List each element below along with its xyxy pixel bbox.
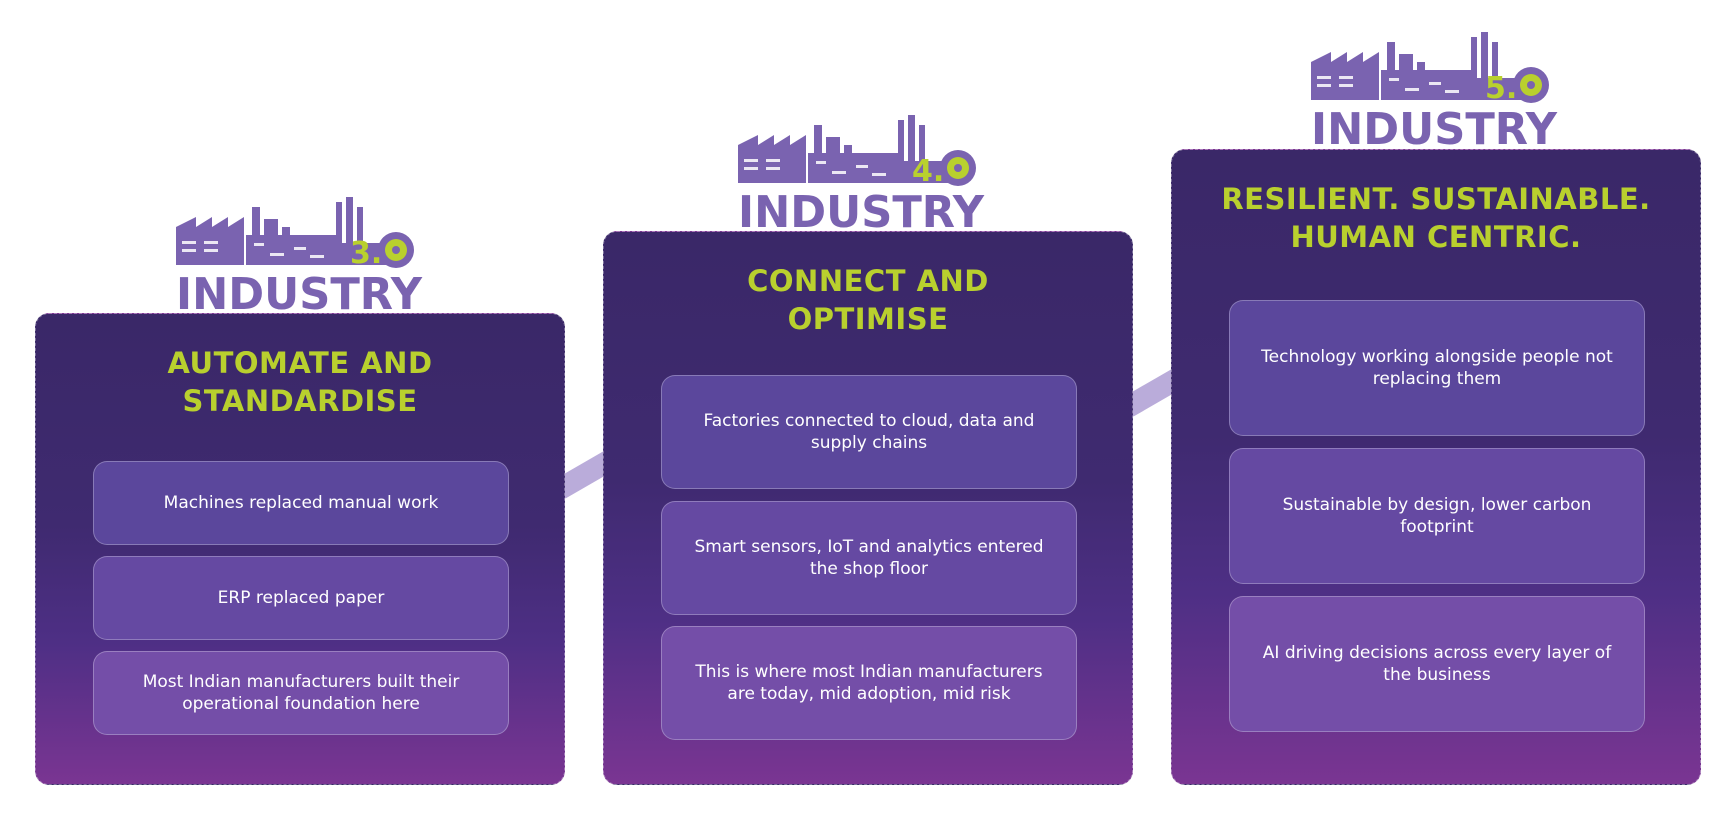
item-text: Technology working alongside people not … bbox=[1261, 347, 1613, 389]
stage-heading: AUTOMATE AND STANDARDISE bbox=[36, 344, 564, 420]
item-text: Factories connected to cloud, data and s… bbox=[703, 411, 1035, 453]
list-item: Factories connected to cloud, data and s… bbox=[661, 375, 1077, 489]
industry-word: INDUSTRY bbox=[1311, 104, 1558, 147]
list-item: Most Indian manufacturers built their op… bbox=[93, 651, 509, 735]
industry-number: 3. bbox=[350, 236, 382, 271]
stage-card: RESILIENT. SUSTAINABLE. HUMAN CENTRIC. T… bbox=[1171, 149, 1701, 785]
stage-card: CONNECT AND OPTIMISE Factories connected… bbox=[603, 231, 1133, 785]
industry-5-logo: 5. INDUSTRY bbox=[1309, 32, 1559, 147]
list-item: Technology working alongside people not … bbox=[1229, 300, 1645, 436]
item-text: AI driving decisions across every layer … bbox=[1262, 643, 1612, 685]
industry-4-logo: 4. INDUSTRY bbox=[736, 115, 986, 230]
industry-number: 5. bbox=[1485, 71, 1517, 106]
industry-3-logo: 3. INDUSTRY bbox=[174, 197, 424, 312]
factory-gear-icon: 4. INDUSTRY bbox=[738, 115, 985, 230]
list-item: ERP replaced paper bbox=[93, 556, 509, 640]
item-text: This is where most Indian manufacturers … bbox=[695, 662, 1043, 704]
item-text: Sustainable by design, lower carbon foot… bbox=[1282, 495, 1592, 537]
heading-line-1: RESILIENT. SUSTAINABLE. bbox=[1221, 182, 1651, 216]
heading-line-2: HUMAN CENTRIC. bbox=[1290, 220, 1582, 254]
stage-card: AUTOMATE AND STANDARDISE Machines replac… bbox=[35, 313, 565, 785]
industry-word: INDUSTRY bbox=[738, 187, 985, 230]
factory-gear-icon: 5. INDUSTRY bbox=[1311, 32, 1558, 147]
industry-word: INDUSTRY bbox=[176, 269, 423, 312]
heading-line-1: AUTOMATE AND bbox=[167, 346, 433, 380]
list-item: Smart sensors, IoT and analytics entered… bbox=[661, 501, 1077, 615]
list-item: This is where most Indian manufacturers … bbox=[661, 626, 1077, 740]
item-text: ERP replaced paper bbox=[217, 588, 385, 608]
heading-line-1: CONNECT AND bbox=[747, 264, 989, 298]
list-item: AI driving decisions across every layer … bbox=[1229, 596, 1645, 732]
factory-gear-icon: 3. INDUSTRY bbox=[176, 197, 423, 312]
list-item: Sustainable by design, lower carbon foot… bbox=[1229, 448, 1645, 584]
list-item: Machines replaced manual work bbox=[93, 461, 509, 545]
heading-line-2: OPTIMISE bbox=[787, 302, 949, 336]
item-text: Smart sensors, IoT and analytics entered… bbox=[694, 537, 1044, 579]
stage-heading: CONNECT AND OPTIMISE bbox=[604, 262, 1132, 338]
stage-heading: RESILIENT. SUSTAINABLE. HUMAN CENTRIC. bbox=[1172, 180, 1700, 256]
item-text: Most Indian manufacturers built their op… bbox=[142, 672, 460, 714]
industry-number: 4. bbox=[912, 154, 944, 189]
heading-line-2: STANDARDISE bbox=[182, 384, 418, 418]
item-text: Machines replaced manual work bbox=[163, 493, 439, 513]
